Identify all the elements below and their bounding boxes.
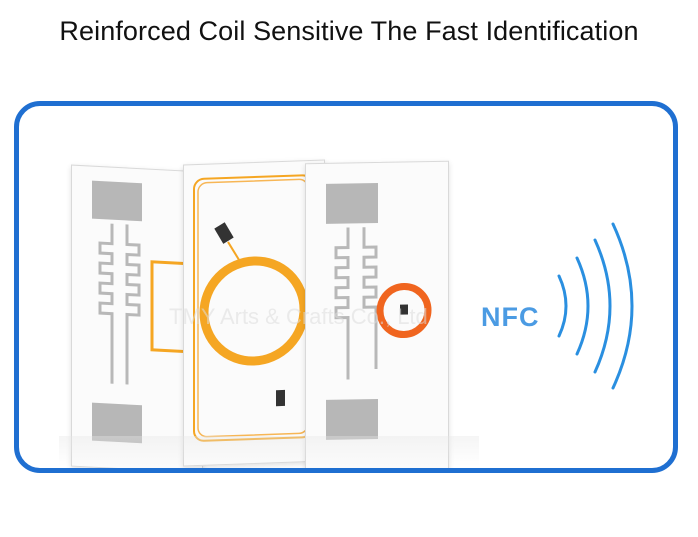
nfc-waves-icon xyxy=(557,222,634,390)
dual-frequency-card xyxy=(305,160,449,468)
dual-antenna-icon xyxy=(326,182,432,440)
uhf-card xyxy=(71,164,203,468)
nfc-label: NFC xyxy=(481,302,540,332)
headline: Reinforced Coil Sensitive The Fast Ident… xyxy=(59,16,639,46)
product-frame: TMY Arts & Crafts Co., Ltd NFC xyxy=(14,101,678,473)
hf-coil-card xyxy=(183,159,325,467)
uhf-antenna-icon xyxy=(92,180,199,444)
card-reflection xyxy=(59,436,479,466)
coil-icon xyxy=(193,174,313,442)
